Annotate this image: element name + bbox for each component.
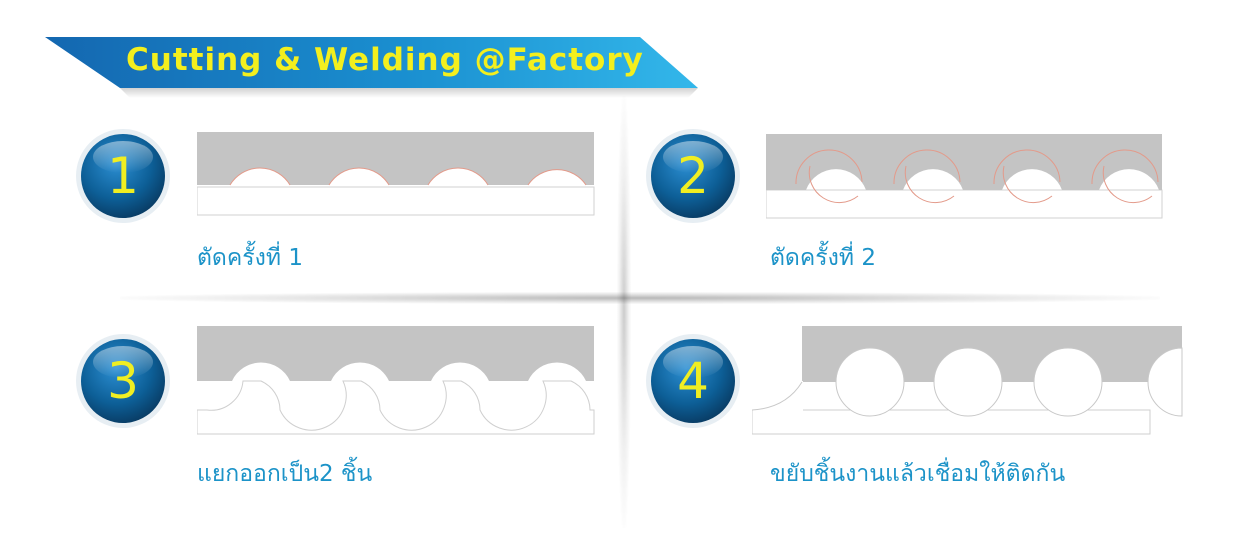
badge-circle xyxy=(76,334,170,428)
step-2-number: 2 xyxy=(677,147,709,205)
banner-title: Cutting & Welding @Factory xyxy=(126,42,644,78)
vertical-divider xyxy=(617,96,631,528)
badge-circle xyxy=(646,334,740,428)
step-4-caption: ขยับชิ้นงานแล้วเชื่อมให้ติดกัน xyxy=(770,461,1066,487)
horizontal-divider xyxy=(120,292,1160,304)
step-3-caption: แยกออกเป็น2 ชิ้น xyxy=(197,461,373,487)
step-4-badge: 4 xyxy=(644,332,742,430)
step-3-number: 3 xyxy=(107,352,139,410)
step-1-badge: 1 xyxy=(74,127,172,225)
step-3-badge: 3 xyxy=(74,332,172,430)
step-2-diagram xyxy=(766,134,1163,219)
badge-circle xyxy=(76,129,170,223)
banner-shape xyxy=(45,37,698,98)
step-4-number: 4 xyxy=(677,352,709,410)
step-4-diagram xyxy=(752,326,1183,435)
step-3-diagram xyxy=(197,326,595,435)
step-2-caption: ตัดครั้งที่ 2 xyxy=(770,245,876,271)
step-2-badge: 2 xyxy=(644,127,742,225)
badge-circle xyxy=(646,129,740,223)
step-1-diagram xyxy=(197,132,595,216)
step-1-caption: ตัดครั้งที่ 1 xyxy=(197,245,303,271)
title-banner: Cutting & Welding @Factory xyxy=(0,0,1260,120)
step-1-number: 1 xyxy=(107,147,139,205)
